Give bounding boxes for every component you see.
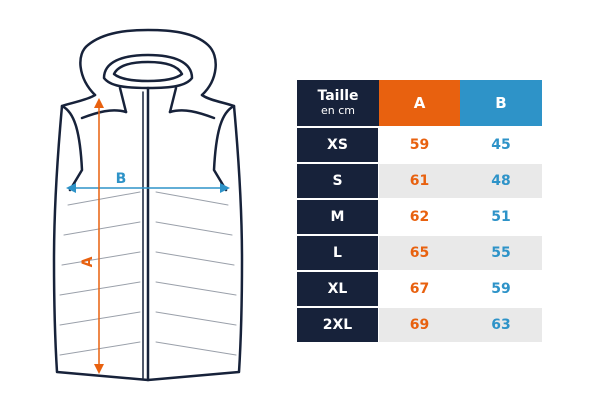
size-chart-table: Taille en cm A B XS 59 45 S 61 48 M 62 5… bbox=[297, 80, 542, 344]
label-b: B bbox=[116, 171, 127, 187]
a-value-cell: 59 bbox=[379, 128, 460, 164]
b-value-cell: 51 bbox=[460, 200, 542, 236]
vest-outline bbox=[52, 28, 244, 382]
table-row: L 65 55 bbox=[297, 236, 542, 272]
a-value-cell: 61 bbox=[379, 164, 460, 200]
vest-diagram: B A bbox=[52, 28, 244, 382]
a-value-cell: 67 bbox=[379, 272, 460, 308]
table-row: M 62 51 bbox=[297, 200, 542, 236]
size-cell: S bbox=[297, 164, 379, 200]
measurement-a bbox=[94, 98, 104, 374]
b-value-cell: 48 bbox=[460, 164, 542, 200]
label-a: A bbox=[80, 256, 96, 267]
a-value-cell: 69 bbox=[379, 308, 460, 344]
size-cell: XS bbox=[297, 128, 379, 164]
table-header-row: Taille en cm A B bbox=[297, 80, 542, 128]
b-value-cell: 59 bbox=[460, 272, 542, 308]
table-row: S 61 48 bbox=[297, 164, 542, 200]
header-b: B bbox=[460, 80, 542, 128]
vest-quilting bbox=[59, 191, 237, 356]
table-row: XS 59 45 bbox=[297, 128, 542, 164]
size-cell: 2XL bbox=[297, 308, 379, 344]
table-row: XL 67 59 bbox=[297, 272, 542, 308]
table-row: 2XL 69 63 bbox=[297, 308, 542, 344]
b-value-cell: 55 bbox=[460, 236, 542, 272]
b-value-cell: 63 bbox=[460, 308, 542, 344]
header-size: Taille en cm bbox=[297, 80, 379, 128]
header-size-unit: en cm bbox=[321, 103, 355, 117]
header-a: A bbox=[379, 80, 460, 128]
size-cell: M bbox=[297, 200, 379, 236]
size-cell: XL bbox=[297, 272, 379, 308]
size-cell: L bbox=[297, 236, 379, 272]
measurement-b bbox=[66, 183, 230, 193]
a-value-cell: 62 bbox=[379, 200, 460, 236]
header-size-title: Taille bbox=[317, 88, 359, 105]
b-value-cell: 45 bbox=[460, 128, 542, 164]
a-value-cell: 65 bbox=[379, 236, 460, 272]
